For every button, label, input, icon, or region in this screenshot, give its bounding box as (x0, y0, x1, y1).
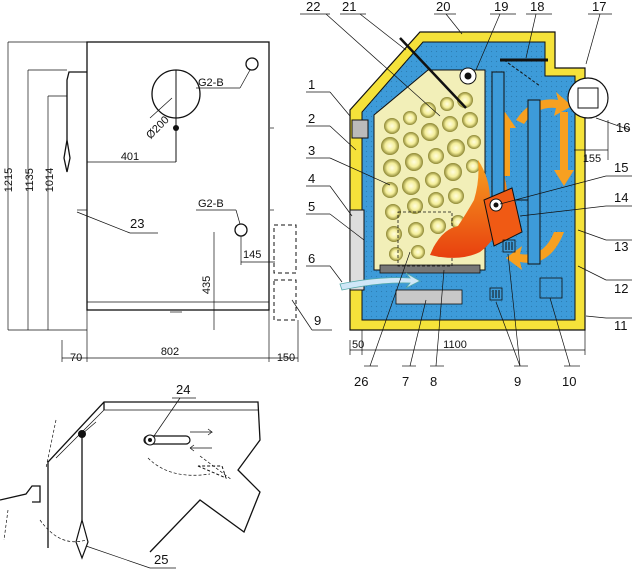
callout-9-front: 9 (314, 313, 321, 328)
detail-body (47, 401, 261, 553)
callout-6: 6 (308, 251, 315, 266)
callout-21: 21 (342, 0, 356, 14)
grate (379, 264, 481, 274)
exhaust-fan (567, 77, 609, 119)
callout-8: 8 (430, 374, 437, 389)
label-pipe-top: G2-B (198, 77, 224, 89)
dim-1100: 1100 (443, 339, 467, 351)
dim-150: 150 (277, 352, 295, 364)
dim-1135: 1135 (24, 168, 36, 192)
detail-handle (75, 517, 89, 560)
callout-15: 15 (614, 160, 628, 175)
pipe-bottom-g2b (234, 223, 248, 237)
dim-flue-diameter: Ø200 (144, 114, 172, 142)
front-door (349, 209, 365, 291)
side-box-upper (273, 224, 297, 274)
callout-12: 12 (614, 281, 628, 296)
callout-1: 1 (308, 77, 315, 92)
callouts-right: 16 15 14 13 12 11 (499, 117, 632, 333)
callout-25: 25 (154, 552, 168, 567)
callout-16: 16 (616, 120, 630, 135)
dim-802: 802 (161, 346, 179, 358)
label-pipe-bottom: G2-B (198, 198, 224, 210)
callout-18: 18 (530, 0, 544, 14)
callout-14: 14 (614, 190, 628, 205)
callout-4: 4 (308, 171, 315, 186)
dim-155: 155 (583, 153, 601, 165)
callout-2: 2 (308, 111, 315, 126)
dim-435: 435 (201, 276, 213, 294)
callout-20: 20 (436, 0, 450, 14)
boiler-front-body (86, 41, 270, 311)
side-box-lower (273, 279, 297, 321)
dim-401: 401 (121, 151, 139, 163)
dim-1014: 1014 (44, 168, 56, 192)
callout-9: 9 (514, 374, 521, 389)
callout-26: 26 (354, 374, 368, 389)
dim-70: 70 (70, 352, 82, 364)
callout-23: 23 (130, 216, 144, 231)
callout-3: 3 (308, 143, 315, 158)
callout-17: 17 (592, 0, 606, 14)
callouts-bottom: 26 7 8 9 10 (354, 251, 580, 389)
detail-lever-slot (143, 435, 191, 445)
dim-145: 145 (243, 249, 261, 261)
detail-view: 24 25 (0, 382, 261, 569)
callout-13: 13 (614, 239, 628, 254)
callout-5: 5 (308, 199, 315, 214)
ash-tray (395, 289, 463, 305)
callout-11: 11 (614, 318, 628, 333)
section-view: 50 1100 155 22 21 20 19 18 17 1 2 3 (300, 0, 632, 389)
air-inlet-arrow (339, 272, 421, 291)
dim-1215: 1215 (3, 168, 15, 192)
callout-22: 22 (306, 0, 320, 14)
fuel-coal (381, 92, 481, 261)
heat-exchanger-2 (527, 99, 541, 265)
flame (430, 160, 508, 258)
callout-24: 24 (176, 382, 190, 397)
callout-7: 7 (402, 374, 409, 389)
callout-10: 10 (562, 374, 576, 389)
callouts-left: 1 2 3 4 5 6 (306, 77, 391, 283)
pipe-top-g2b (245, 57, 259, 71)
dim-50: 50 (352, 339, 364, 351)
callout-19: 19 (494, 0, 508, 14)
front-view: 1215 1135 1014 70 802 150 401 Ø200 G2-B … (3, 41, 332, 364)
callouts-top: 22 21 20 19 18 17 (300, 0, 612, 117)
heat-exchanger-1 (491, 71, 505, 199)
